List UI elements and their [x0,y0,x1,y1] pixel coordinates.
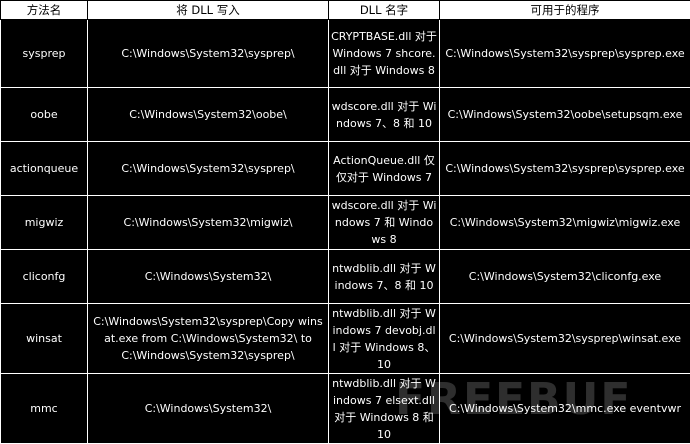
header-dll-name: DLL 名字 [329,1,440,20]
cell-path: C:\Windows\System32\sysprep\Copy winsat.… [88,304,329,374]
cell-method: oobe [1,88,88,142]
cell-program: C:\Windows\System32\migwiz\migwiz.exe [440,196,690,250]
cell-program: C:\Windows\System32\oobe\setupsqm.exe [440,88,690,142]
table-row: cliconfg C:\Windows\System32\ ntwdblib.d… [1,250,690,304]
table-row: oobe C:\Windows\System32\oobe\ wdscore.d… [1,88,690,142]
header-method: 方法名 [1,1,88,20]
cell-dll: ntwdblib.dll 对于 Windows 7 devobj.dll 对于 … [329,304,440,374]
cell-method: winsat [1,304,88,374]
header-program: 可用于的程序 [440,1,690,20]
header-row: 方法名 将 DLL 写入 DLL 名字 可用于的程序 [1,1,690,20]
table-row: migwiz C:\Windows\System32\migwiz\ wdsco… [1,196,690,250]
cell-path: C:\Windows\System32\migwiz\ [88,196,329,250]
table-row: mmc C:\Windows\System32\ ntwdblib.dll 对于… [1,374,690,444]
cell-method: sysprep [1,20,88,88]
cell-path: C:\Windows\System32\ [88,374,329,444]
cell-program: C:\Windows\System32\cliconfg.exe [440,250,690,304]
cell-dll: wdscore.dll 对于 Windows 7、8 和 10 [329,88,440,142]
table-row: winsat C:\Windows\System32\sysprep\Copy … [1,304,690,374]
cell-program: C:\Windows\System32\sysprep\sysprep.exe [440,20,690,88]
cell-path: C:\Windows\System32\sysprep\ [88,20,329,88]
cell-method: cliconfg [1,250,88,304]
cell-path: C:\Windows\System32\ [88,250,329,304]
cell-dll: ActionQueue.dll 仅仅对于 Windows 7 [329,142,440,196]
cell-dll: ntwdblib.dll 对于 Windows 7 elsext.dll 对于 … [329,374,440,444]
cell-path: C:\Windows\System32\oobe\ [88,88,329,142]
cell-path: C:\Windows\System32\sysprep\ [88,142,329,196]
cell-program: C:\Windows\System32\sysprep\sysprep.exe [440,142,690,196]
cell-program: C:\Windows\System32\mmc.exe eventvwr [440,374,690,444]
cell-method: mmc [1,374,88,444]
header-write-path: 将 DLL 写入 [88,1,329,20]
cell-dll: wdscore.dll 对于 Windows 7 和 Windows 8 [329,196,440,250]
cell-method: migwiz [1,196,88,250]
table-row: actionqueue C:\Windows\System32\sysprep\… [1,142,690,196]
cell-dll: ntwdblib.dll 对于 Windows 7、8 和 10 [329,250,440,304]
cell-dll: CRYPTBASE.dll 对于 Windows 7 shcore.dll 对于… [329,20,440,88]
table-row: sysprep C:\Windows\System32\sysprep\ CRY… [1,20,690,88]
cell-program: C:\Windows\System32\sysprep\winsat.exe [440,304,690,374]
cell-method: actionqueue [1,142,88,196]
